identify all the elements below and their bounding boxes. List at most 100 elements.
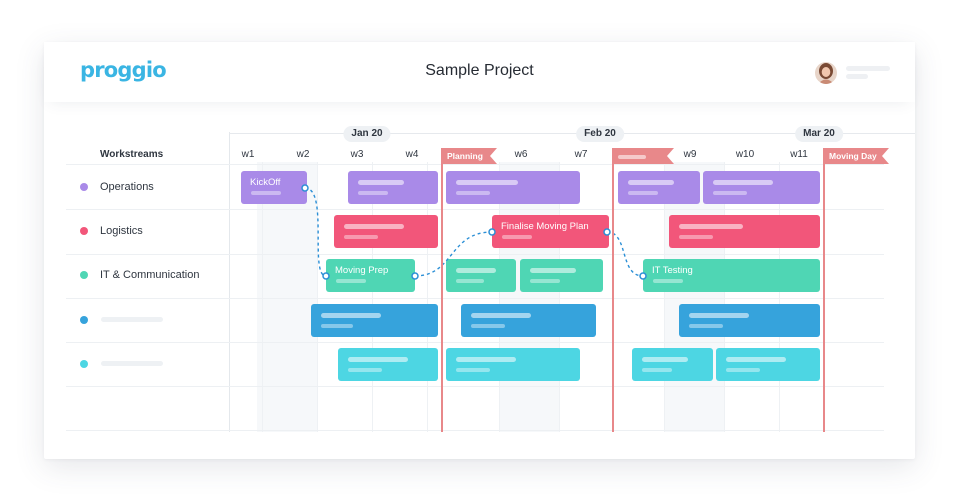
- week-band: [257, 162, 317, 432]
- row-divider: [66, 386, 884, 387]
- week-label: w7: [574, 149, 588, 160]
- task-title-placeholder: [642, 357, 688, 362]
- task-title-placeholder: [713, 180, 773, 185]
- task-bar[interactable]: [669, 215, 820, 248]
- task-detail-placeholder: [348, 368, 382, 372]
- week-label: w11: [790, 149, 808, 160]
- milestone-planning[interactable]: Planning: [441, 148, 497, 164]
- grid-line: [559, 162, 560, 432]
- month-label-feb: Feb 20: [576, 126, 624, 142]
- app-logo[interactable]: proggio: [80, 58, 167, 82]
- task-title-placeholder: [348, 357, 408, 362]
- row-label-it-communication[interactable]: IT & Communication: [100, 269, 200, 281]
- row-divider: [66, 254, 884, 255]
- avatar-photo-icon: [815, 62, 837, 84]
- task-detail-placeholder: [456, 368, 490, 372]
- task-detail-placeholder: [344, 235, 378, 239]
- milestone-line-planning[interactable]: [441, 148, 443, 432]
- grid-line: [724, 162, 725, 432]
- milestone-unnamed[interactable]: [612, 148, 674, 164]
- task-title-placeholder: [679, 224, 743, 229]
- task-detail-placeholder: [689, 324, 723, 328]
- link-handle[interactable]: [301, 184, 309, 192]
- task-label: KickOff: [250, 177, 281, 188]
- month-label-jan: Jan 20: [343, 126, 391, 142]
- week-label: w10: [735, 149, 755, 160]
- task-detail-placeholder: [726, 368, 760, 372]
- row-divider: [66, 342, 884, 343]
- link-handle[interactable]: [639, 272, 647, 280]
- task-bar[interactable]: [311, 304, 438, 337]
- task-bar[interactable]: [703, 171, 820, 204]
- task-detail-placeholder: [530, 279, 560, 283]
- task-detail-placeholder: [679, 235, 713, 239]
- task-detail-placeholder: [336, 279, 366, 283]
- task-label: Finalise Moving Plan: [501, 221, 589, 232]
- workstreams-header: Workstreams: [100, 149, 164, 160]
- task-finalise-moving-plan[interactable]: Finalise Moving Plan: [492, 215, 609, 248]
- task-it-testing[interactable]: IT Testing: [643, 259, 820, 292]
- month-header-line: [229, 133, 915, 134]
- week-label: w3: [350, 149, 364, 160]
- user-avatar[interactable]: [815, 62, 837, 84]
- link-handle[interactable]: [488, 228, 496, 236]
- app-header: proggio Sample Project: [44, 42, 915, 102]
- task-bar[interactable]: [334, 215, 438, 248]
- link-handle[interactable]: [411, 272, 419, 280]
- gantt-area: Jan 20 Feb 20 Mar 20 Workstreams w1 w2 w…: [44, 102, 915, 459]
- week-label: w1: [241, 149, 255, 160]
- week-label: w2: [296, 149, 310, 160]
- dependency-link[interactable]: [304, 187, 327, 277]
- task-title-placeholder: [456, 180, 518, 185]
- week-band: [664, 162, 724, 432]
- it-communication-dot: [80, 271, 88, 279]
- task-detail-placeholder: [251, 191, 281, 195]
- milestone-line-moving-day[interactable]: [823, 148, 825, 432]
- milestone-line[interactable]: [612, 148, 614, 432]
- dependency-links: [301, 184, 647, 280]
- grid-line: [427, 162, 428, 432]
- link-handle[interactable]: [322, 272, 330, 280]
- row-label-placeholder[interactable]: [101, 361, 163, 366]
- task-bar[interactable]: [338, 348, 438, 381]
- task-kickoff[interactable]: KickOff: [241, 171, 307, 204]
- task-bar[interactable]: [632, 348, 713, 381]
- dependency-link[interactable]: [606, 231, 644, 277]
- row-label-operations[interactable]: Operations: [100, 181, 154, 193]
- task-bar[interactable]: [446, 348, 580, 381]
- row-divider: [66, 430, 884, 431]
- task-bar[interactable]: [618, 171, 700, 204]
- grid-line: [317, 162, 318, 432]
- month-label-mar: Mar 20: [795, 126, 843, 142]
- row5-dot: [80, 360, 88, 368]
- task-title-placeholder: [689, 313, 749, 318]
- row-divider: [66, 209, 884, 210]
- task-bar[interactable]: [520, 259, 603, 292]
- week-label: w6: [514, 149, 528, 160]
- logistics-dot: [80, 227, 88, 235]
- task-bar[interactable]: [446, 171, 580, 204]
- week-label: w9: [683, 149, 697, 160]
- task-bar[interactable]: [461, 304, 596, 337]
- task-bar[interactable]: [679, 304, 820, 337]
- grid-line: [229, 132, 230, 432]
- grid-line: [262, 162, 263, 432]
- dependency-link[interactable]: [414, 231, 493, 277]
- row-label-placeholder[interactable]: [101, 317, 163, 322]
- task-title-placeholder: [628, 180, 674, 185]
- task-detail-placeholder: [471, 324, 505, 328]
- operations-dot: [80, 183, 88, 191]
- task-detail-placeholder: [358, 191, 388, 195]
- task-bar[interactable]: [348, 171, 438, 204]
- task-bar[interactable]: [716, 348, 820, 381]
- milestone-moving-day[interactable]: Moving Day: [823, 148, 889, 164]
- task-detail-placeholder: [456, 279, 484, 283]
- milestone-label-placeholder: [618, 155, 646, 159]
- task-title-placeholder: [530, 268, 576, 273]
- task-title-placeholder: [344, 224, 404, 229]
- task-bar[interactable]: [446, 259, 516, 292]
- link-handle[interactable]: [603, 228, 611, 236]
- row-divider: [66, 164, 884, 165]
- row-label-logistics[interactable]: Logistics: [100, 225, 143, 237]
- task-moving-prep[interactable]: Moving Prep: [326, 259, 415, 292]
